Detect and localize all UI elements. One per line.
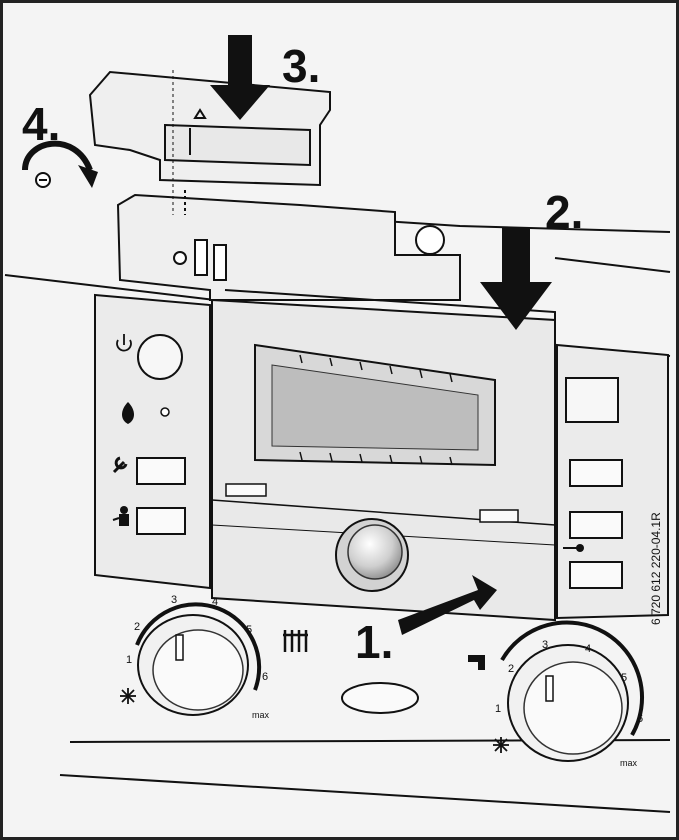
left-dial-number-3: 3 [171, 594, 177, 606]
oval-indicator [341, 682, 419, 714]
menu-button-left[interactable] [225, 483, 267, 497]
arrow-3-down [210, 35, 270, 120]
selector-knob[interactable] [335, 518, 409, 592]
right-button-1[interactable] [569, 459, 623, 487]
left-dial-number-4: 4 [212, 596, 218, 608]
screw-icon [35, 172, 51, 188]
display-screen [271, 364, 479, 451]
power-button[interactable] [137, 334, 183, 380]
left-dial-number-1: 1 [126, 654, 132, 666]
arrow-1-diagonal [398, 575, 497, 635]
right-dial-number-6: 6 [637, 713, 643, 725]
right-button-2[interactable] [569, 511, 623, 539]
right-button-3[interactable] [569, 561, 623, 589]
left-dial-number-2: 2 [134, 621, 140, 633]
power-icon [116, 334, 132, 352]
left-dial-number-5: 5 [246, 624, 252, 636]
chimney-sweep-button[interactable] [136, 507, 186, 535]
left-dial[interactable] [135, 602, 262, 716]
right-dial-number-4: 4 [585, 643, 591, 655]
right-dial-number-2: 2 [508, 663, 514, 675]
step-1-label: 1. [355, 616, 393, 668]
service-button[interactable] [136, 457, 186, 485]
menu-button-right[interactable] [479, 509, 519, 523]
display-segment-markers [299, 354, 453, 466]
arrow-in-icon [563, 544, 584, 552]
right-dial-number-3: 3 [542, 639, 548, 651]
arrow-2-down [480, 228, 552, 330]
rotate-arrow-icon [22, 140, 98, 188]
step-4-label: 4. [22, 98, 60, 150]
radiator-icon [283, 630, 308, 652]
right-dial[interactable] [500, 620, 644, 762]
control-unit-holder [88, 70, 331, 187]
chimney-sweep-icon [112, 506, 129, 526]
right-info-window [565, 377, 619, 423]
snowflake-icon-left [120, 688, 136, 704]
right-dial-number-5: 5 [621, 672, 627, 684]
right-dial-number-1: 1 [495, 703, 501, 715]
left-dial-number-6: 6 [262, 671, 268, 683]
flame-icon [122, 402, 134, 424]
right-dial-max-label: max [620, 758, 638, 768]
hot-water-tap-icon [468, 655, 485, 670]
step-2-label: 2. [545, 186, 583, 238]
mounting-bracket [116, 70, 461, 301]
snowflake-icon-right [493, 737, 509, 753]
wrench-icon [112, 456, 128, 474]
left-dial-max-label: max [252, 710, 270, 720]
step-3-label: 3. [282, 40, 320, 92]
flame-indicator-led [160, 407, 170, 417]
document-code: 6 720 612 220-04.1R [649, 512, 663, 625]
